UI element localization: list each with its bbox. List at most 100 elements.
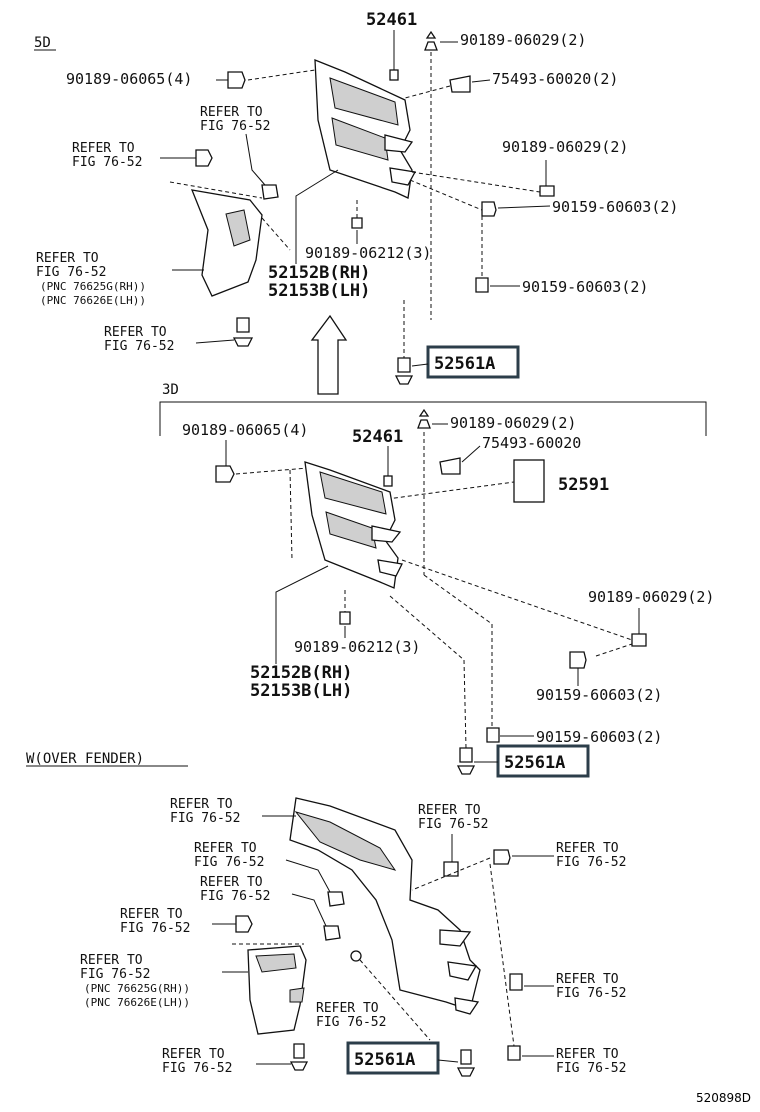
screw-icon	[539, 185, 555, 197]
part-52152b-3d: 52152B(RH)	[250, 663, 352, 683]
screw-icon	[631, 633, 647, 647]
bolt-icon	[235, 915, 253, 933]
section-label-5d: 5D	[34, 35, 51, 51]
refer-fender-mud-line2: FIG 76-52	[80, 967, 150, 982]
clip-icon	[232, 317, 254, 347]
bolt-icon	[475, 277, 489, 293]
refer-fender-10-line1: REFER TO	[556, 1047, 619, 1062]
refer-fender-mud-line1: REFER TO	[80, 953, 143, 968]
part-90159-60603-5d-b: 90159-60603(2)	[522, 278, 648, 296]
refer-fender-1-line1: REFER TO	[170, 797, 233, 812]
part-90189-06029-3d-a: 90189-06029(2)	[450, 414, 576, 432]
part-90189-06212-3d: 90189-06212(3)	[294, 638, 420, 656]
up-arrow-icon	[310, 314, 348, 395]
clip-52461-icon	[389, 69, 399, 81]
clip-75493-icon	[439, 457, 461, 475]
part-90189-06212-5d: 90189-06212(3)	[305, 244, 431, 262]
over-fender-panel	[289, 797, 481, 1015]
refer-label-5d-c-line1: REFER TO	[104, 325, 167, 340]
clip-icon	[261, 184, 279, 200]
clip-52561a-icon	[456, 747, 476, 775]
part-90189-06065-3d: 90189-06065(4)	[182, 421, 308, 439]
part-52461-5d: 52461	[366, 10, 417, 30]
bolt-icon	[215, 465, 235, 483]
bolt-icon	[195, 149, 213, 167]
clip-52561a-icon	[456, 1049, 476, 1077]
refer-fender-5-line1: REFER TO	[316, 1001, 379, 1016]
mud-guard-5d	[169, 181, 291, 297]
clip-icon	[327, 891, 345, 907]
bolt-icon	[227, 71, 246, 89]
pad-52591-icon	[513, 459, 545, 503]
refer-fender-4-line2: FIG 76-52	[120, 921, 190, 936]
screw-icon	[424, 30, 438, 51]
bolt-icon	[569, 651, 587, 669]
grommet-icon	[350, 950, 362, 962]
bolt-icon	[493, 849, 511, 865]
refer-fender-mud-line3: (PNC 76625G(RH))	[84, 982, 190, 995]
clip-52561a-icon	[394, 357, 414, 385]
callout-box-5d[interactable]	[426, 345, 520, 379]
figure-code: 520898D	[696, 1091, 751, 1105]
refer-fender-4-line1: REFER TO	[120, 907, 183, 922]
refer-label-5d-b-line2: FIG 76-52	[72, 155, 142, 170]
refer-fender-2-line2: FIG 76-52	[194, 855, 264, 870]
callout-52561a-3d: 52561A	[504, 753, 565, 773]
refer-fender-8-line1: REFER TO	[556, 972, 619, 987]
refer-label-5d-c-line2: FIG 76-52	[104, 339, 174, 354]
part-90159-60603-5d-a: 90159-60603(2)	[552, 198, 678, 216]
part-52461-3d: 52461	[352, 427, 403, 447]
screw-icon	[509, 973, 523, 991]
part-90189-06065-5d: 90189-06065(4)	[66, 70, 192, 88]
mud-guard-fender	[232, 943, 307, 1035]
refer-mud-5d-line4: (PNC 76626E(LH))	[40, 294, 146, 307]
part-90189-06029-5d-b: 90189-06029(2)	[502, 138, 628, 156]
bolt-icon	[481, 201, 497, 217]
bolt-icon	[486, 727, 500, 743]
refer-fender-9-line1: REFER TO	[162, 1047, 225, 1062]
part-52153b-5d-label: 52153B(LH)	[268, 281, 370, 301]
clip-icon	[289, 1043, 309, 1071]
part-52591-3d: 52591	[558, 475, 609, 495]
clip-icon	[323, 925, 341, 941]
refer-fender-8-line2: FIG 76-52	[556, 986, 626, 1001]
refer-fender-7-line1: REFER TO	[556, 841, 619, 856]
refer-fender-5-line2: FIG 76-52	[316, 1015, 386, 1030]
refer-fender-6-line1: REFER TO	[418, 803, 481, 818]
part-90159-60603-3d-b: 90159-60603(2)	[536, 728, 662, 746]
refer-fender-7-line2: FIG 76-52	[556, 855, 626, 870]
section-over-fender: W(OVER FENDER) REFER TO FIG 76-52 REFER …	[26, 751, 626, 1077]
callout-box-fender[interactable]	[346, 1041, 440, 1075]
section-label-over-fender: W(OVER FENDER)	[26, 751, 144, 767]
screw-icon	[507, 1045, 521, 1061]
refer-fender-3-line1: REFER TO	[200, 875, 263, 890]
refer-fender-9-line2: FIG 76-52	[162, 1061, 232, 1076]
screw-icon	[417, 408, 431, 429]
section-3d: 3D 90189-06065(4) 52461 90189-06029(2) 7…	[159, 382, 714, 778]
part-90189-06029-3d-b: 90189-06029(2)	[588, 588, 714, 606]
screw-icon	[351, 217, 363, 229]
part-90189-06029-5d-a: 90189-06029(2)	[460, 31, 586, 49]
callout-52561a-fender: 52561A	[354, 1050, 415, 1070]
clip-52461-icon	[383, 475, 393, 487]
lower-panel-5d	[314, 59, 417, 199]
refer-mud-5d-line2: FIG 76-52	[36, 265, 106, 280]
refer-label-5d-a-line2: FIG 76-52	[200, 119, 270, 134]
callout-52561a-5d: 52561A	[434, 354, 495, 374]
refer-fender-6-line2: FIG 76-52	[418, 817, 488, 832]
refer-label-5d-b-line1: REFER TO	[72, 141, 135, 156]
callout-box-3d[interactable]	[496, 744, 590, 778]
part-75493-5d: 75493-60020(2)	[492, 70, 618, 88]
refer-label-5d-a-line1: REFER TO	[200, 105, 263, 120]
refer-fender-2-line1: REFER TO	[194, 841, 257, 856]
part-90159-60603-3d-a: 90159-60603(2)	[536, 686, 662, 704]
refer-fender-3-line2: FIG 76-52	[200, 889, 270, 904]
refer-mud-5d-line1: REFER TO	[36, 251, 99, 266]
lower-panel-3d	[289, 461, 403, 589]
part-52153b-3d: 52153B(LH)	[250, 681, 352, 701]
refer-fender-1-line2: FIG 76-52	[170, 811, 240, 826]
part-75493-3d: 75493-60020	[482, 434, 581, 452]
section-5d: 5D 52461 90189-06029(2) 90189-06065(4) 7…	[34, 10, 678, 395]
